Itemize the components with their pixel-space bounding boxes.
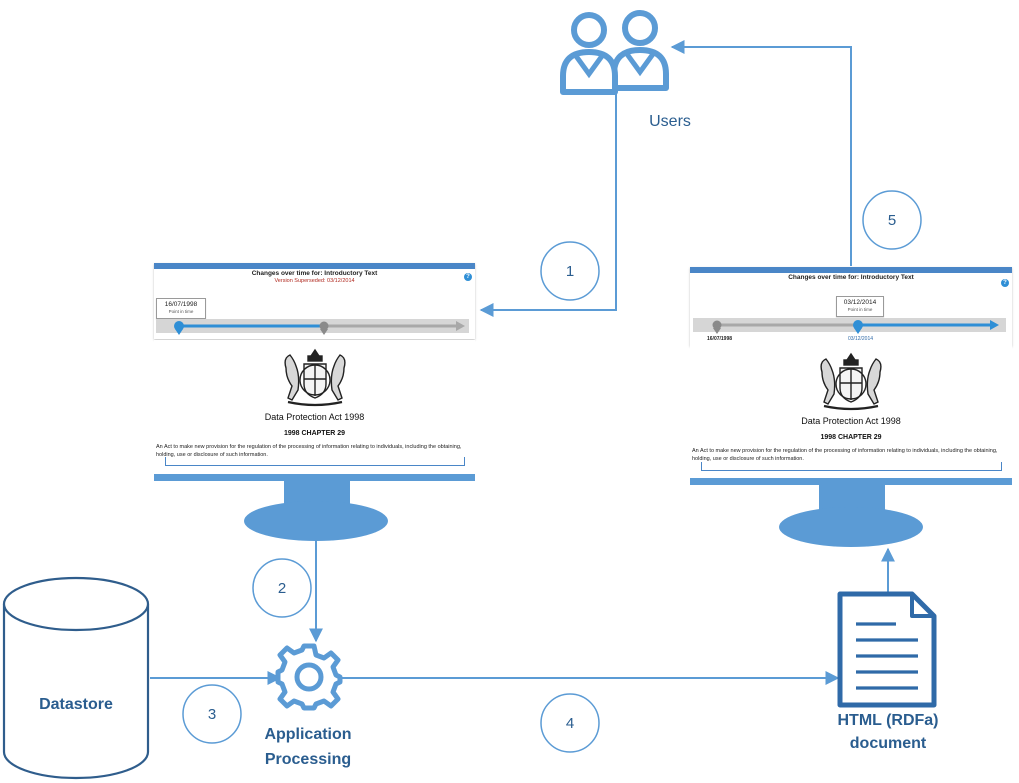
- right-monitor-stand-base: [779, 507, 923, 547]
- timeline-header: Changes over time for: Introductory Text: [251, 270, 378, 277]
- royal-crest-icon: [283, 348, 346, 407]
- processing-label-line1: Application: [264, 726, 351, 743]
- act-chapter: 1998 CHAPTER 29: [820, 434, 882, 441]
- step-number: 5: [888, 212, 896, 229]
- step-number: 4: [566, 715, 574, 732]
- timeline-marker-active[interactable]: [174, 321, 184, 335]
- right-monitor: [690, 478, 1012, 547]
- document-label-line2: document: [850, 735, 927, 752]
- help-icon[interactable]: ?: [464, 273, 472, 281]
- datastore-label: Datastore: [39, 696, 113, 713]
- point-in-time-label: Point in time: [847, 307, 873, 312]
- left-monitor-bezel-bottom: [154, 474, 475, 481]
- timeline-graphic: [712, 320, 999, 335]
- timeline-marker-active[interactable]: [853, 320, 863, 334]
- timeline-tick-end: 03/12/2014: [848, 336, 874, 342]
- royal-crest-icon: [820, 352, 882, 411]
- screen-top-bar: [690, 267, 1012, 273]
- point-in-time-box[interactable]: 03/12/2014 Point in time: [836, 296, 884, 317]
- timeline-marker[interactable]: [712, 320, 722, 335]
- act-chapter: 1998 CHAPTER 29: [283, 430, 346, 437]
- version-status: Version Superseded: 03/12/2014: [274, 278, 355, 284]
- step-number: 2: [278, 580, 286, 597]
- step-circle-1: 1: [540, 241, 600, 301]
- step-circle-3: 3: [182, 684, 242, 744]
- arrow-right-screen-to-users: [670, 40, 852, 266]
- document-label-line1: HTML (RDFa): [837, 712, 938, 729]
- timeline-tick-start: 16/07/1998: [707, 336, 733, 342]
- step-circle-5: 5: [862, 190, 922, 250]
- left-screen-timeline: Changes over time for: Introductory Text…: [154, 263, 475, 339]
- act-title: Data Protection Act 1998: [264, 412, 365, 422]
- step-circle-2: 2: [252, 558, 312, 618]
- screen-top-bar: [154, 263, 475, 269]
- processing-label-line2: Processing: [265, 751, 351, 768]
- users-icon: [560, 10, 669, 95]
- right-screen-timeline: Changes over time for: Introductory Text…: [690, 267, 1012, 346]
- timeline-marker[interactable]: [319, 321, 329, 336]
- users-label: Users: [649, 113, 691, 130]
- gear-icon: [275, 643, 343, 711]
- timeline-header: Changes over time for: Introductory Text: [788, 274, 914, 281]
- act-title: Data Protection Act 1998: [801, 416, 901, 426]
- arrow-users-to-left-screen: [479, 90, 617, 317]
- act-introductory-text: An Act to make new provision for the reg…: [692, 448, 998, 462]
- point-in-time-date: 16/07/1998: [164, 301, 198, 308]
- timeline-graphic: [174, 321, 465, 336]
- datastore-cylinder: [2, 576, 150, 780]
- right-monitor-bezel-bottom: [690, 478, 1012, 485]
- step-number: 3: [208, 706, 216, 723]
- point-in-time-label: Point in time: [168, 309, 194, 314]
- point-in-time-box[interactable]: 16/07/1998 Point in time: [156, 298, 206, 319]
- left-screen-document: Data Protection Act 1998 1998 CHAPTER 29…: [154, 340, 475, 474]
- act-introductory-text: An Act to make new provision for the reg…: [156, 444, 462, 458]
- help-icon[interactable]: ?: [1001, 279, 1009, 287]
- step-circle-4: 4: [540, 693, 600, 753]
- text-box-outline: [701, 462, 1002, 471]
- left-monitor-stand-base: [244, 501, 388, 541]
- step-number: 1: [566, 263, 574, 280]
- document-icon: [837, 591, 937, 708]
- left-monitor: [154, 474, 475, 541]
- text-box-outline: [165, 457, 465, 466]
- right-screen-document: Data Protection Act 1998 1998 CHAPTER 29…: [690, 346, 1012, 478]
- point-in-time-date: 03/12/2014: [843, 299, 877, 306]
